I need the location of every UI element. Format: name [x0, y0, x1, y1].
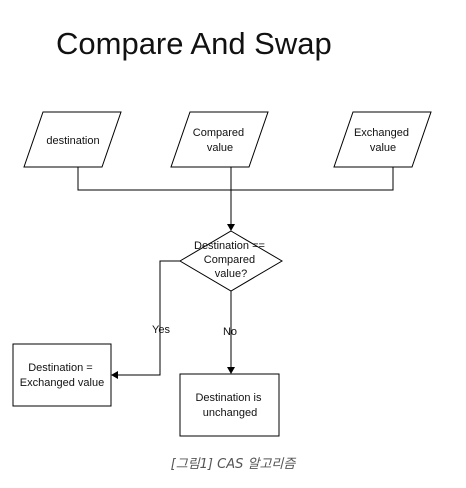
yes-branch-arrow [118, 260, 180, 376]
input-exchanged-value [333, 111, 432, 168]
decision-line-1: Destination == [194, 240, 265, 252]
input-compared-value [170, 111, 269, 168]
merge-arrowhead [227, 224, 235, 231]
yes-arrowhead [111, 371, 118, 379]
input-merge-connector [77, 167, 394, 191]
no-arrowhead [227, 367, 235, 374]
no-label: No [223, 326, 237, 338]
input-destination-line-1: destination [46, 135, 99, 147]
outcome-swap-label: Destination = Exchanged value [20, 362, 104, 389]
outcome-unchanged-label: Destination is unchanged [195, 392, 264, 419]
outcome-unchanged-line-2: unchanged [203, 407, 257, 419]
decision-line-3: value? [215, 268, 247, 280]
figure-caption: [그림1] CAS 알고리즘 [170, 457, 296, 472]
outcome-swap-line-2: Exchanged value [20, 377, 104, 389]
outcome-unchanged-line-1: Destination is [195, 392, 262, 404]
input-compared-line-2: value [207, 142, 233, 154]
outcome-swap-box [12, 343, 112, 407]
input-exchanged-value-label: Exchanged value [354, 127, 412, 154]
outcome-unchanged-box [179, 373, 280, 437]
input-destination-label: destination [46, 135, 99, 147]
diagram-title: Compare And Swap [56, 26, 332, 61]
input-exchanged-line-2: value [370, 142, 396, 154]
input-exchanged-line-1: Exchanged [354, 127, 409, 139]
outcome-swap-line-1: Destination = [28, 362, 93, 374]
yes-label: Yes [152, 324, 170, 336]
input-compared-value-label: Compared value [193, 127, 247, 154]
decision-label: Destination == Compared value? [194, 240, 268, 280]
input-compared-line-1: Compared [193, 127, 244, 139]
input-destination [23, 111, 122, 168]
decision-line-2: Compared [204, 254, 255, 266]
